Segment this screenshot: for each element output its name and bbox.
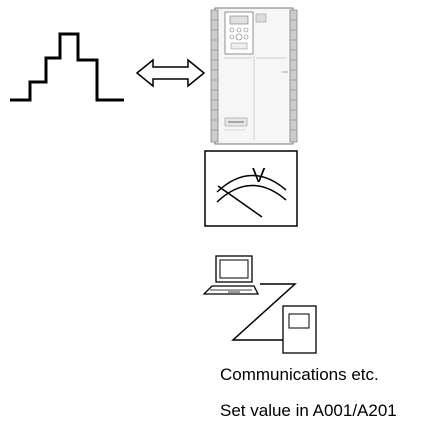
double-headed-arrow-icon [135,58,206,88]
communications-caption: Communications etc. [220,365,379,384]
inverter-icon [210,7,298,145]
laptop-computer-icon [202,255,260,295]
meter-unit-label: V [252,165,266,187]
voltmeter-icon: V [204,150,298,227]
set-value-caption: Set value in A001/A201 [220,401,397,420]
pulse-waveform-icon [10,32,124,102]
communication-cable [231,283,297,341]
digital-operator-icon [282,305,317,354]
